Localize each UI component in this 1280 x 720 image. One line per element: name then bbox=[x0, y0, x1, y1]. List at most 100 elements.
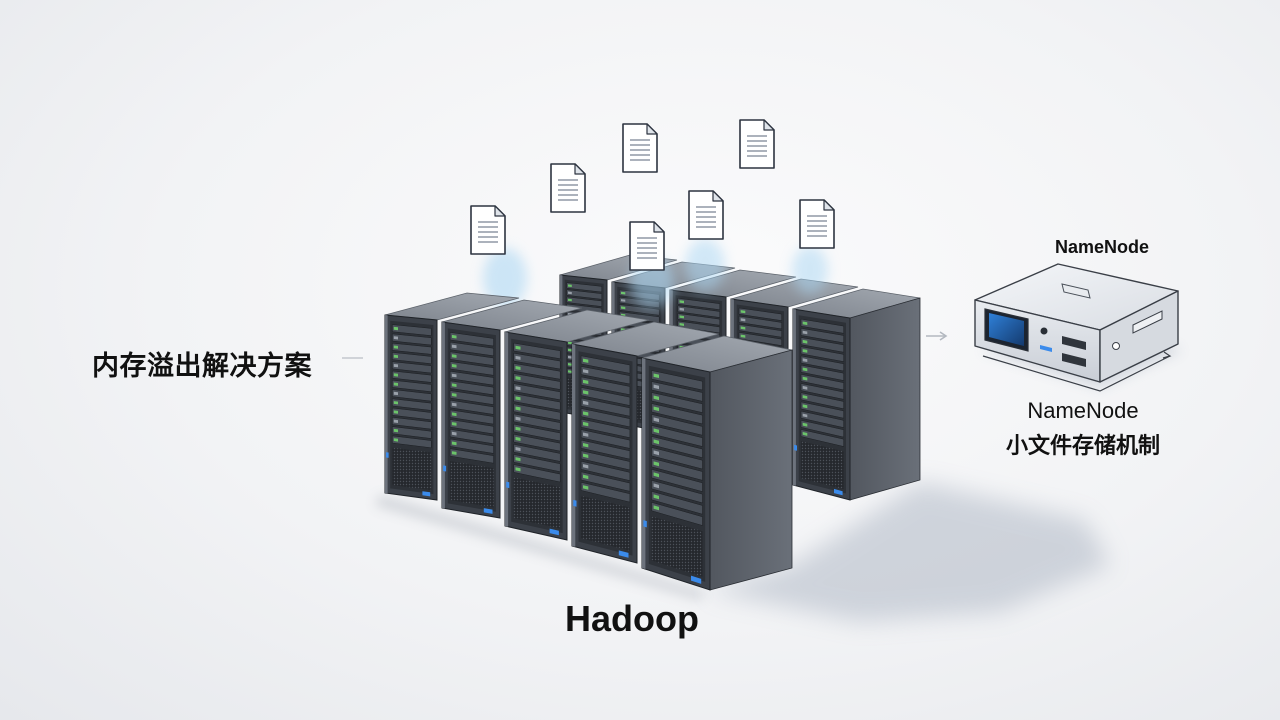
document-icon bbox=[470, 205, 506, 255]
drive-bay bbox=[738, 324, 782, 338]
drive-led bbox=[653, 439, 659, 445]
drive-led bbox=[515, 406, 521, 411]
drive-led bbox=[679, 307, 684, 311]
drive-led bbox=[515, 447, 521, 452]
drive-bay bbox=[392, 324, 432, 336]
drive-bay bbox=[580, 460, 631, 481]
drive-led bbox=[451, 422, 457, 426]
drive-bay bbox=[513, 403, 561, 421]
glow bbox=[792, 246, 828, 294]
drive-bay bbox=[392, 333, 432, 346]
drive-bay bbox=[619, 304, 660, 316]
drive-bay bbox=[580, 481, 631, 503]
namenode-caption: NameNode bbox=[1027, 398, 1139, 423]
drive-led bbox=[653, 384, 659, 390]
drive-bay bbox=[449, 370, 494, 386]
drive-bay bbox=[651, 403, 703, 425]
drive-bay bbox=[677, 298, 721, 310]
drive-led bbox=[583, 390, 589, 395]
server-rack-icon bbox=[641, 335, 793, 591]
drive-led bbox=[653, 483, 659, 489]
drive-bay bbox=[449, 341, 494, 357]
drive-led bbox=[515, 366, 521, 370]
drive-led bbox=[653, 494, 659, 500]
glow bbox=[685, 239, 725, 291]
drive-led bbox=[515, 416, 521, 421]
drive-led bbox=[568, 370, 572, 373]
drive-led bbox=[802, 432, 808, 436]
drive-bay bbox=[449, 380, 494, 396]
drive-bay bbox=[392, 426, 432, 439]
drive-led bbox=[583, 464, 589, 469]
drive-led bbox=[583, 453, 589, 458]
drive-led bbox=[802, 330, 808, 335]
drive-bay bbox=[580, 418, 631, 439]
drive-bay bbox=[800, 373, 844, 391]
drive-led bbox=[568, 291, 572, 295]
device-base-line bbox=[982, 355, 1171, 392]
drive-bay bbox=[566, 289, 603, 300]
drive-led bbox=[583, 369, 589, 374]
device-screen-display bbox=[989, 313, 1024, 346]
drive-bay bbox=[800, 401, 844, 419]
drive-led bbox=[740, 334, 746, 338]
drive-led bbox=[393, 419, 398, 423]
rack-status-led bbox=[386, 452, 389, 458]
drive-led bbox=[653, 417, 659, 423]
drive-bay bbox=[580, 387, 631, 406]
document-icon bbox=[622, 123, 658, 173]
solution-title: 内存溢出解决方案 bbox=[92, 351, 312, 382]
drive-led bbox=[515, 345, 521, 350]
drive-led bbox=[568, 284, 572, 287]
rack-edge-highlight bbox=[385, 315, 388, 494]
drive-led bbox=[802, 395, 808, 399]
drive-bay bbox=[392, 379, 432, 392]
rack-badge bbox=[618, 550, 629, 558]
drive-led bbox=[451, 344, 457, 349]
device-side-button bbox=[1112, 342, 1120, 350]
drive-led bbox=[583, 432, 589, 437]
document-icon bbox=[688, 190, 724, 240]
drive-bay bbox=[449, 409, 494, 425]
drive-led bbox=[568, 355, 572, 359]
drive-led bbox=[451, 441, 457, 446]
device-base-arrow bbox=[1162, 351, 1172, 359]
document-icon bbox=[550, 163, 586, 213]
drive-led bbox=[653, 461, 659, 467]
drive-bay bbox=[513, 373, 561, 390]
drive-led bbox=[451, 431, 457, 436]
document-fold bbox=[712, 190, 724, 202]
drive-led bbox=[653, 428, 659, 434]
rack-vent-grille bbox=[651, 516, 703, 577]
device-top-badge bbox=[1061, 283, 1091, 299]
drive-bay bbox=[513, 413, 561, 431]
drive-bay bbox=[800, 318, 844, 334]
rack-edge-highlight bbox=[793, 309, 796, 486]
drive-bay bbox=[513, 464, 561, 483]
drive-bay bbox=[449, 399, 494, 415]
drive-led bbox=[451, 451, 457, 455]
drive-bay bbox=[800, 337, 844, 353]
rack-edge-highlight bbox=[642, 358, 646, 570]
drive-led bbox=[583, 443, 589, 448]
drive-bay bbox=[580, 355, 631, 374]
drive-led bbox=[653, 505, 659, 511]
drive-bay bbox=[677, 305, 721, 318]
drive-led bbox=[653, 472, 659, 478]
server-rack-icon bbox=[792, 288, 921, 501]
drive-led bbox=[515, 386, 521, 391]
rack-shadow bbox=[375, 482, 1110, 622]
server-rack-icon bbox=[441, 299, 583, 519]
document-fold bbox=[763, 119, 775, 131]
data-glow bbox=[483, 239, 828, 308]
drive-led bbox=[802, 385, 808, 390]
drive-led bbox=[515, 436, 521, 441]
arrow-head bbox=[939, 331, 948, 341]
rack-side bbox=[709, 349, 793, 591]
drive-led bbox=[393, 336, 398, 340]
drive-bay bbox=[513, 342, 561, 359]
drive-bay bbox=[651, 501, 703, 526]
hadoop-label: Hadoop bbox=[565, 598, 699, 639]
drive-led bbox=[653, 373, 659, 378]
